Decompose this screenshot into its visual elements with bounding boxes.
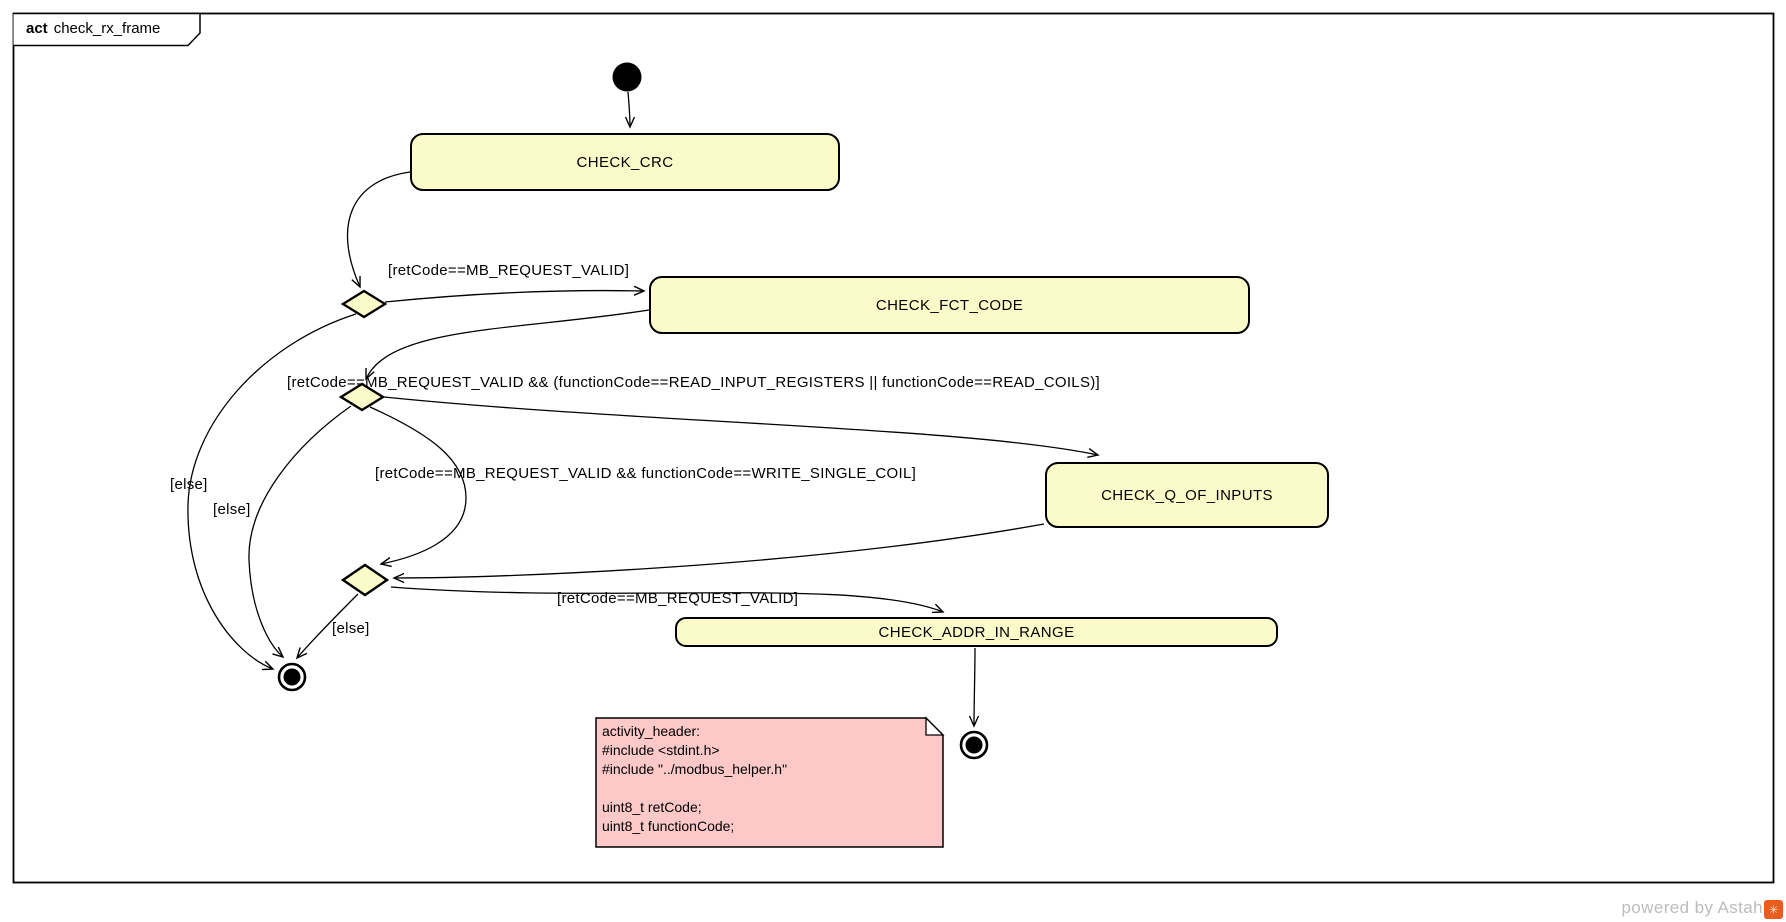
- guard-decision1-else: [else]: [170, 476, 208, 493]
- activity-check-crc[interactable]: CHECK_CRC: [410, 133, 840, 191]
- edge-check-q-of-inputs-to-decision3[interactable]: [392, 523, 1045, 584]
- note-line: uint8_t retCode;: [602, 799, 702, 815]
- guard-decision1-valid: [retCode==MB_REQUEST_VALID]: [388, 262, 630, 279]
- edge-check-addr-in-range-to-final2[interactable]: [968, 647, 980, 728]
- activity-label: CHECK_CRC: [576, 153, 674, 171]
- edge-initial-to-check-crc[interactable]: [624, 91, 636, 129]
- note-line: uint8_t functionCode;: [602, 818, 735, 834]
- guard-decision3-valid: [retCode==MB_REQUEST_VALID]: [557, 590, 799, 607]
- activity-label: CHECK_FCT_CODE: [875, 296, 1024, 314]
- guard-decision2-read: [retCode==MB_REQUEST_VALID && (functionC…: [287, 374, 1101, 391]
- decision1-diamond[interactable]: [340, 289, 388, 319]
- activity-label: CHECK_ADDR_IN_RANGE: [878, 623, 1075, 641]
- activity-check-addr-in-range[interactable]: CHECK_ADDR_IN_RANGE: [675, 617, 1278, 647]
- edge-decision2-to-decision3[interactable]: [369, 406, 467, 568]
- note-line: #include "../modbus_helper.h": [602, 761, 788, 777]
- edge-check-crc-to-decision1[interactable]: [346, 171, 411, 289]
- activity-final-node2-inner: [965, 736, 983, 754]
- edge-decision2-to-check-q-of-inputs[interactable]: [383, 396, 1100, 459]
- note-fold-corner-icon: [925, 716, 945, 736]
- note-line: activity_header:: [602, 723, 701, 739]
- edge-decision1-to-check-fct-code[interactable]: [384, 285, 646, 303]
- initial-node[interactable]: [612, 62, 642, 92]
- activity-final-node-outer[interactable]: [277, 662, 307, 692]
- guard-decision3-else: [else]: [332, 620, 370, 637]
- edge-decision2-else-to-final[interactable]: [248, 405, 352, 659]
- guard-decision2-else: [else]: [213, 501, 251, 518]
- edge-check-fct-code-to-decision2[interactable]: [365, 309, 650, 381]
- edge-decision1-else-to-final[interactable]: [187, 313, 357, 671]
- activity-final-node2-outer[interactable]: [959, 730, 989, 760]
- note-line: [602, 779, 787, 798]
- note-text: activity_header: #include <stdint.h> #in…: [602, 722, 787, 836]
- edge-decision3-to-check-addr-in-range[interactable]: [390, 586, 945, 614]
- decision2-diamond[interactable]: [338, 382, 386, 412]
- diagram-frame: [12, 12, 1775, 884]
- activity-label: CHECK_Q_OF_INPUTS: [1101, 486, 1273, 504]
- frame-name: check_rx_frame: [53, 20, 161, 37]
- activity-check-q-of-inputs[interactable]: CHECK_Q_OF_INPUTS: [1045, 462, 1329, 528]
- frame-title: act check_rx_frame: [26, 20, 160, 37]
- decision3-diamond[interactable]: [340, 563, 390, 597]
- frame-title-tab: [13, 12, 201, 47]
- guard-decision2-write-single-coil: [retCode==MB_REQUEST_VALID && functionCo…: [375, 465, 917, 482]
- frame-keyword: act: [26, 20, 48, 37]
- note-shape[interactable]: [595, 717, 944, 848]
- powered-by-astah-link[interactable]: powered by Astah: [1621, 898, 1763, 917]
- activity-final-node-inner: [283, 668, 301, 686]
- activity-check-fct-code[interactable]: CHECK_FCT_CODE: [649, 276, 1250, 334]
- edge-decision3-else-to-final[interactable]: [295, 593, 359, 660]
- astah-logo-icon[interactable]: ✳: [1764, 900, 1783, 919]
- note-line: #include <stdint.h>: [602, 742, 720, 758]
